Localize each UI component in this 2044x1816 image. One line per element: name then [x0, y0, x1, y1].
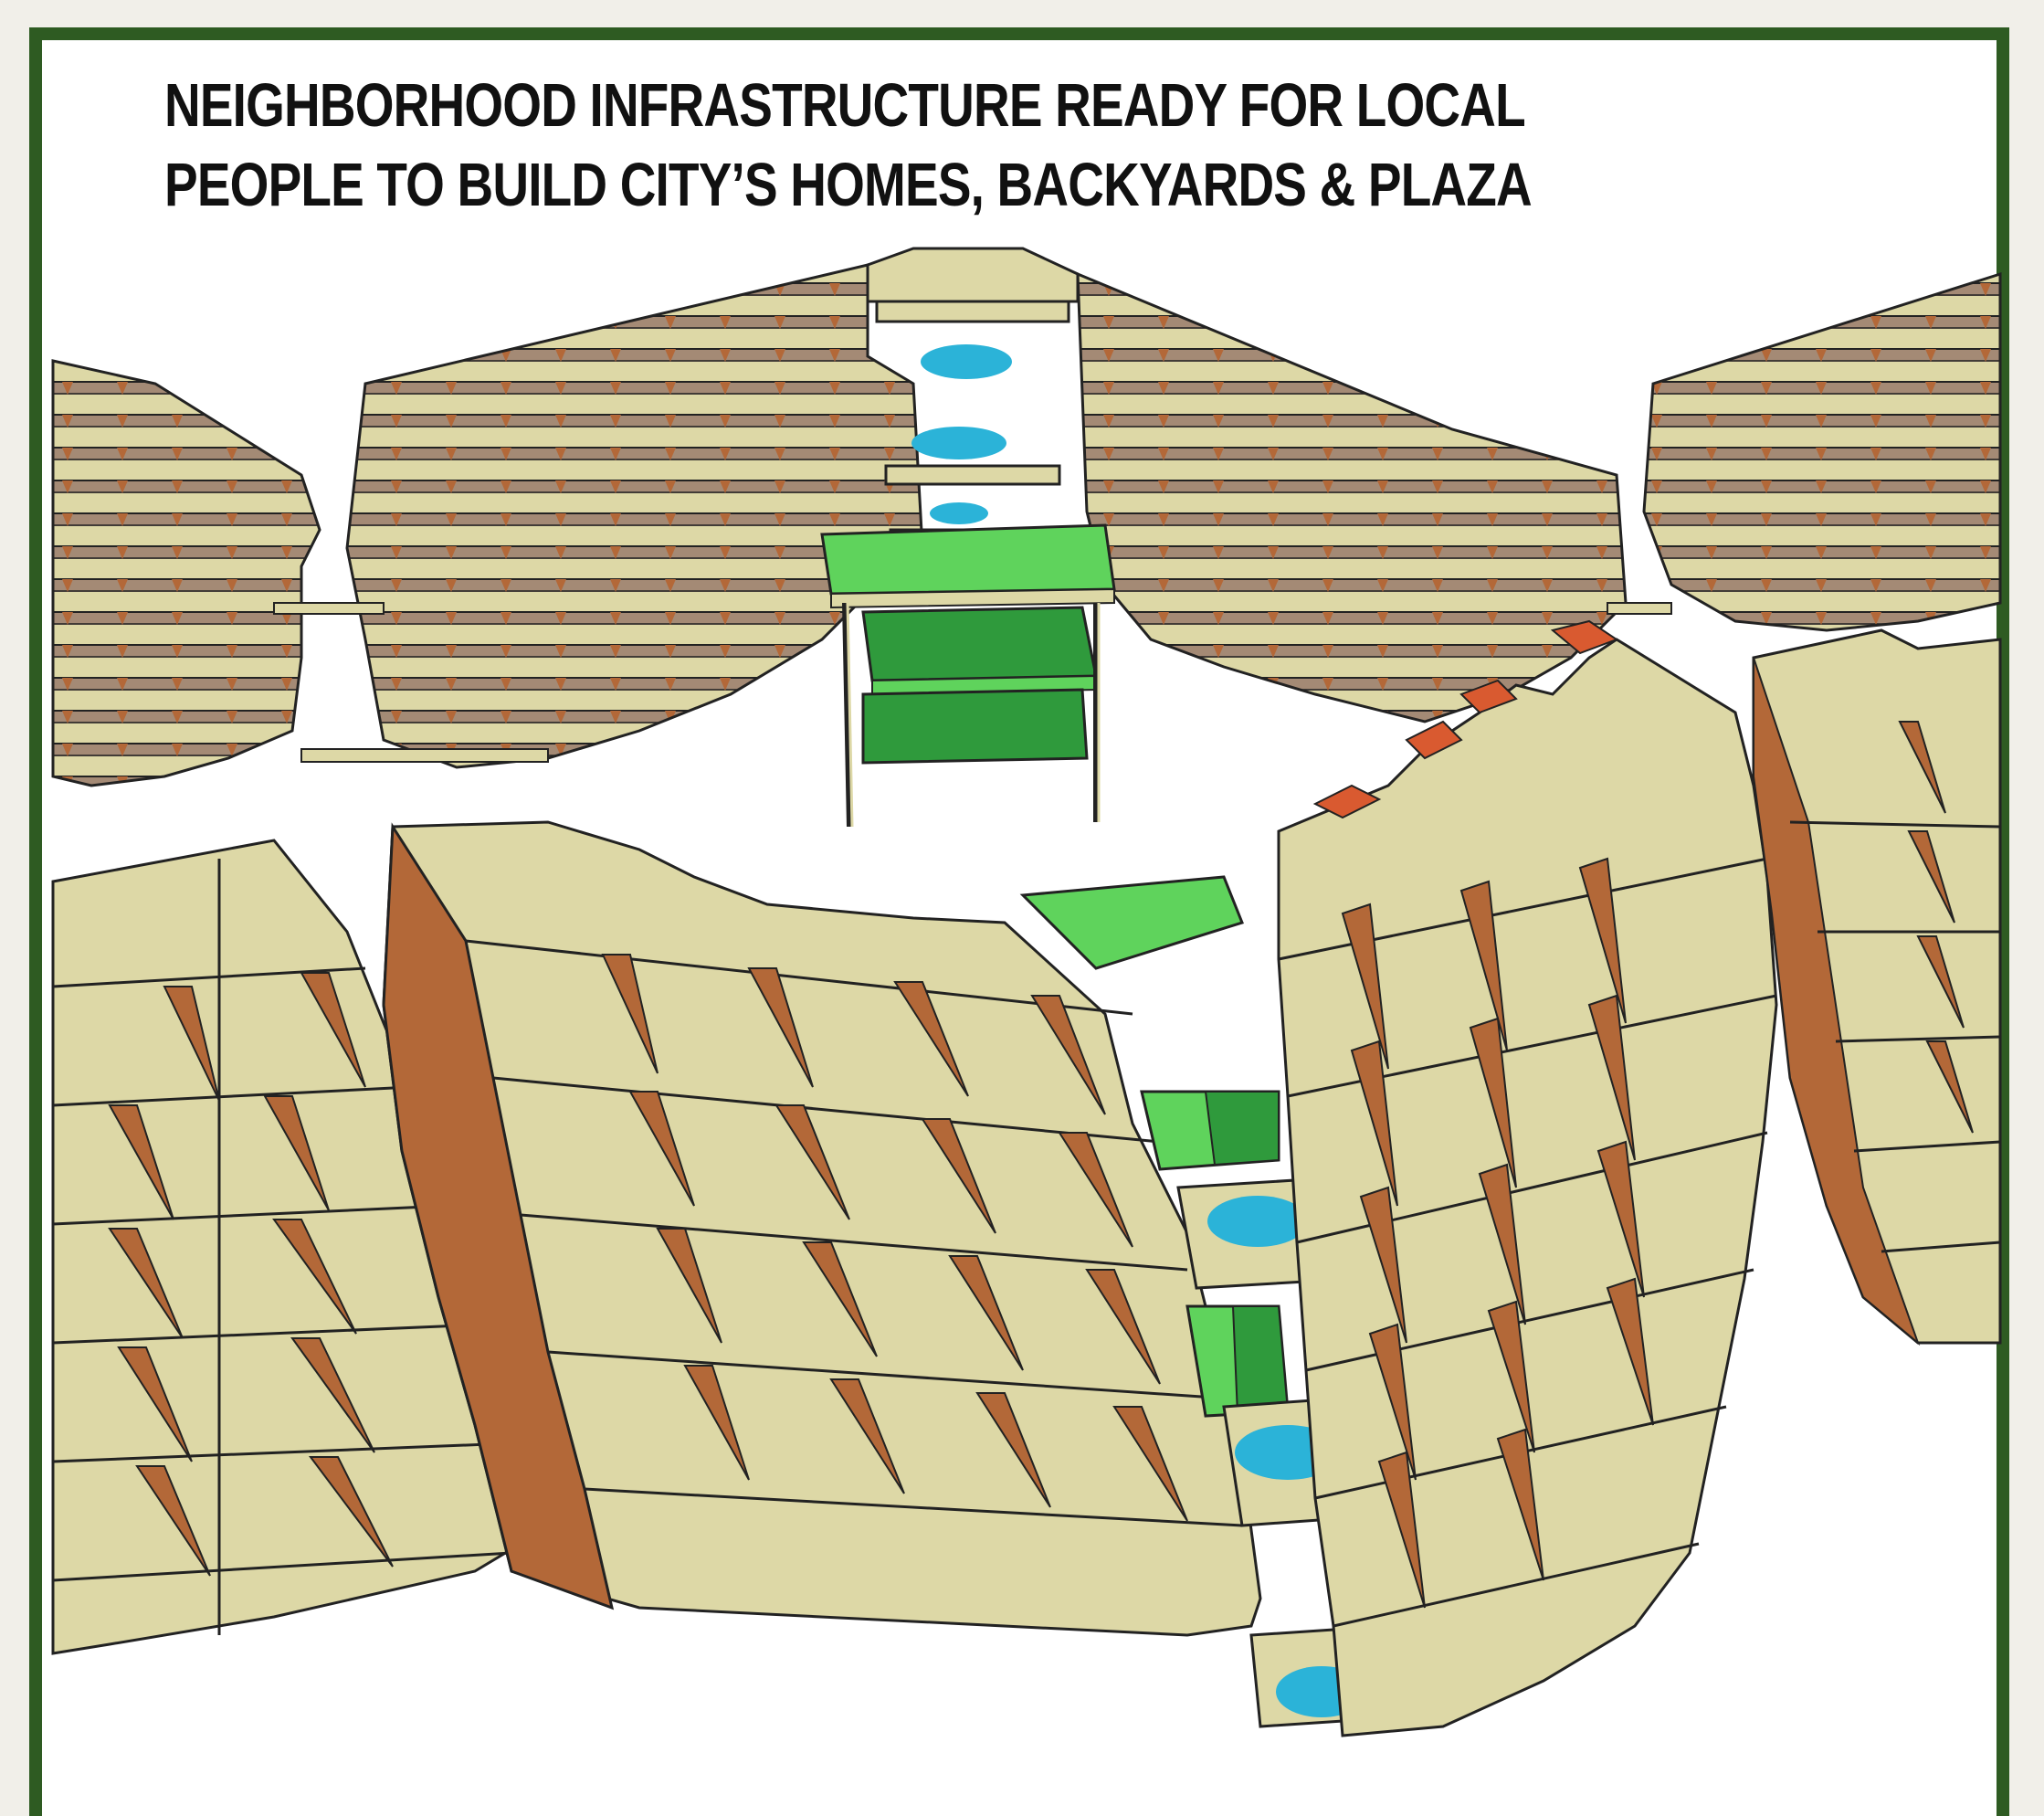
title-line-1: NEIGHBORHOOD INFRASTRUCTURE READY FOR LO… — [164, 71, 1526, 140]
front-right-homes — [1277, 619, 1778, 1737]
back-terraces — [51, 263, 2002, 787]
front-center-homes — [382, 820, 1262, 1637]
front-left-homes — [51, 839, 522, 1655]
diagram-title: NEIGHBORHOOD INFRASTRUCTURE READY FOR LO… — [164, 66, 1533, 225]
far-right-homes — [1752, 628, 2002, 1346]
title-line-2: PEOPLE TO BUILD CITY’S HOMES, BACKYARDS … — [164, 151, 1533, 219]
plaza-tower — [820, 247, 1116, 828]
